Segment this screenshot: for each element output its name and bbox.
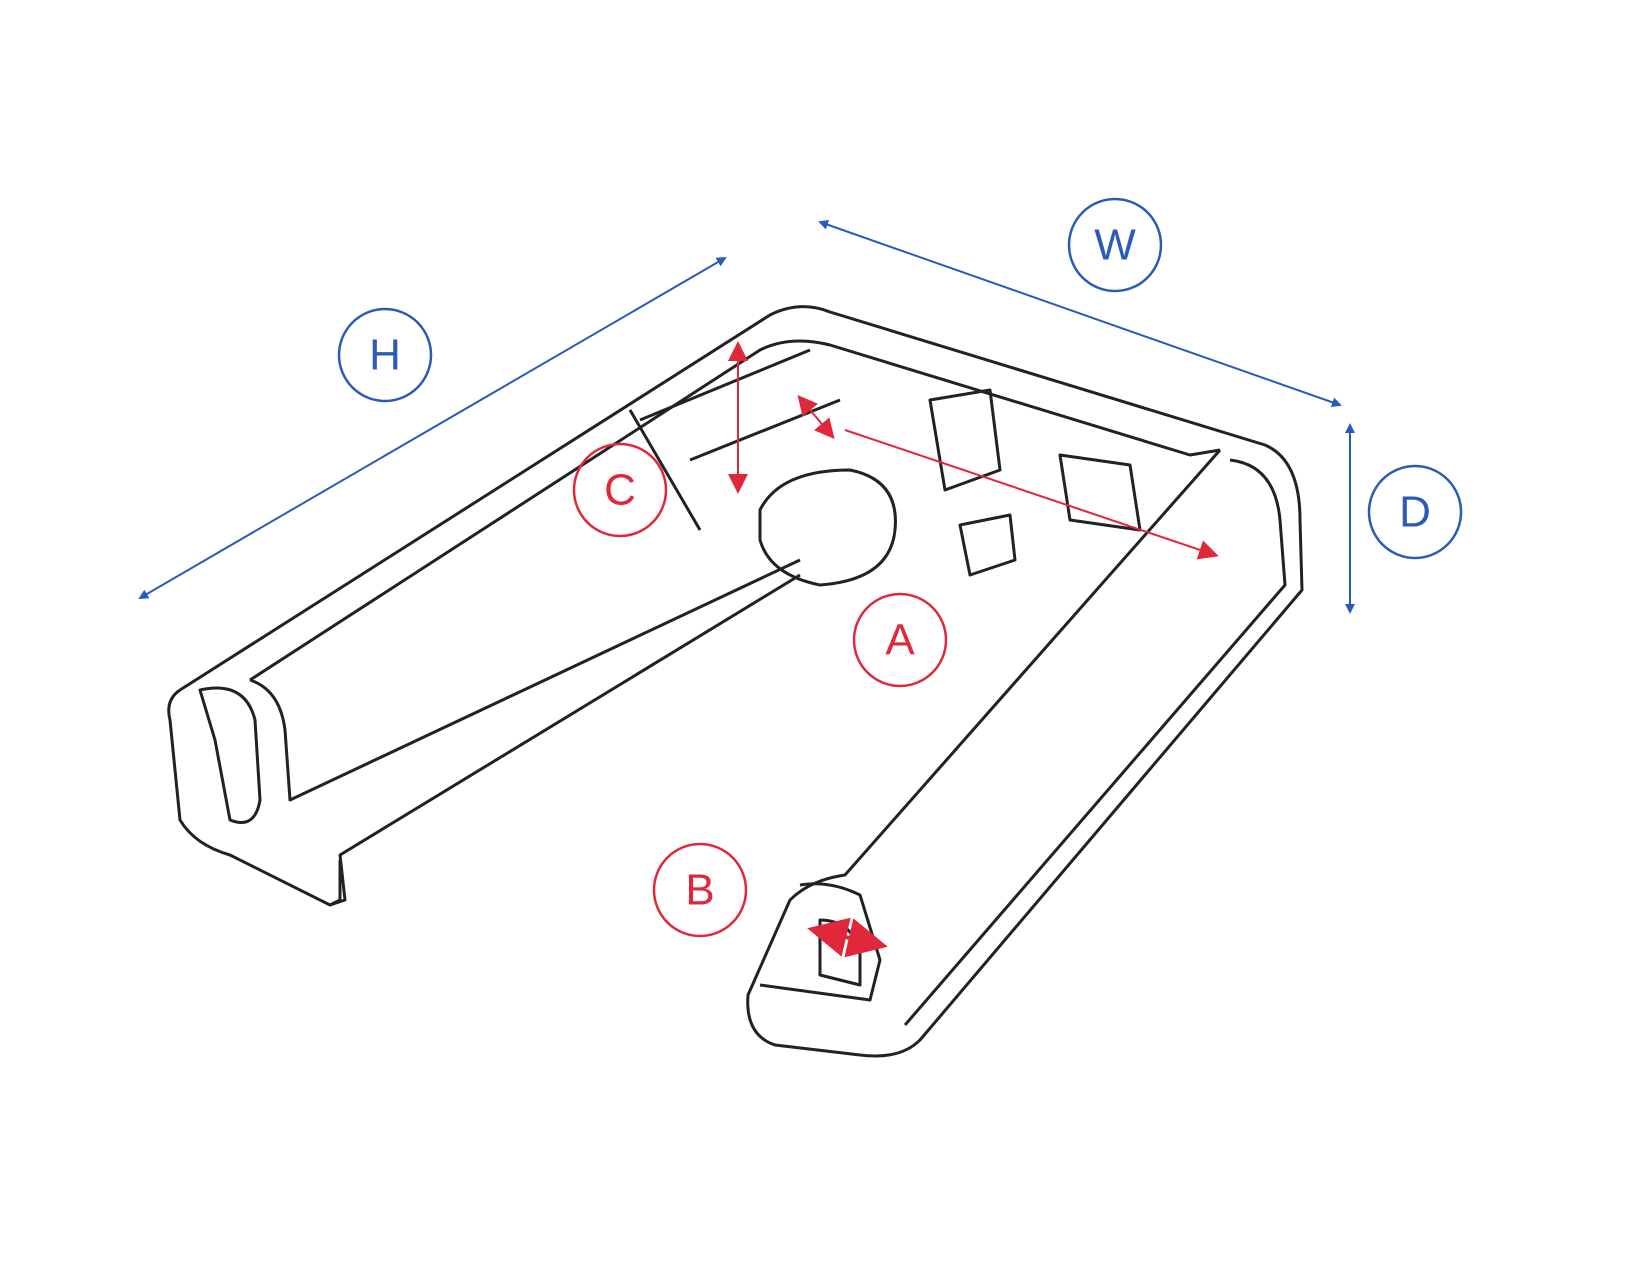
label-w-text: W: [1094, 221, 1136, 270]
label-a: A: [852, 592, 948, 688]
h-dimension-arrow: [138, 256, 727, 600]
label-d: D: [1367, 464, 1463, 560]
a-length-arrow: [844, 429, 1219, 560]
label-h: H: [337, 307, 433, 403]
label-h-text: H: [369, 331, 401, 380]
label-w: W: [1067, 197, 1163, 293]
u-bracket-part: [167, 305, 1304, 1058]
label-a-text: A: [885, 616, 915, 665]
c-depth-arrow: [797, 394, 835, 440]
label-d-text: D: [1399, 488, 1431, 537]
label-b-text: B: [685, 866, 714, 915]
label-c: C: [572, 442, 668, 538]
b-opening-arrow: [807, 917, 888, 958]
w-dimension-arrow: [818, 219, 1342, 408]
label-b: B: [652, 842, 748, 938]
dimension-arrows: [138, 219, 1355, 614]
feature-arrows: [728, 341, 1219, 958]
label-c-text: C: [604, 466, 636, 515]
